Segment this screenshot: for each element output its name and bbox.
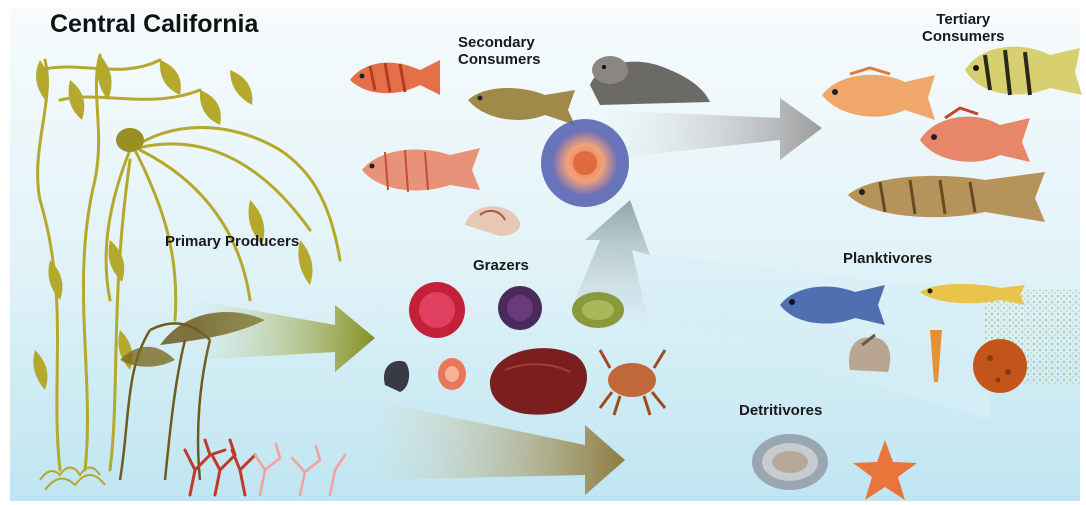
sponge-icon bbox=[973, 339, 1027, 393]
tertiary-consumers-line1: Tertiary bbox=[922, 11, 1005, 28]
sea-anemone-icon bbox=[541, 119, 629, 207]
snail-icon bbox=[438, 358, 466, 390]
sea-urchin-icon bbox=[409, 282, 465, 338]
grazers-label: Grazers bbox=[473, 257, 529, 274]
primary-producers-label: Primary Producers bbox=[165, 233, 299, 250]
secondary-consumers-label: Secondary Consumers bbox=[458, 34, 541, 69]
tertiary-consumers-line2: Consumers bbox=[922, 28, 1005, 45]
detritivores-label: Detritivores bbox=[739, 402, 822, 419]
secondary-consumers-line2: Consumers bbox=[458, 51, 541, 68]
tertiary-consumers-label: Tertiary Consumers bbox=[922, 11, 1005, 46]
sea-urchin-icon bbox=[498, 286, 542, 330]
secondary-consumers-line1: Secondary bbox=[458, 34, 541, 51]
planktivores-label: Planktivores bbox=[843, 250, 932, 267]
abalone-icon bbox=[752, 434, 828, 490]
diagram-title: Central California bbox=[50, 10, 258, 39]
sea-urchin-icon bbox=[572, 292, 624, 328]
